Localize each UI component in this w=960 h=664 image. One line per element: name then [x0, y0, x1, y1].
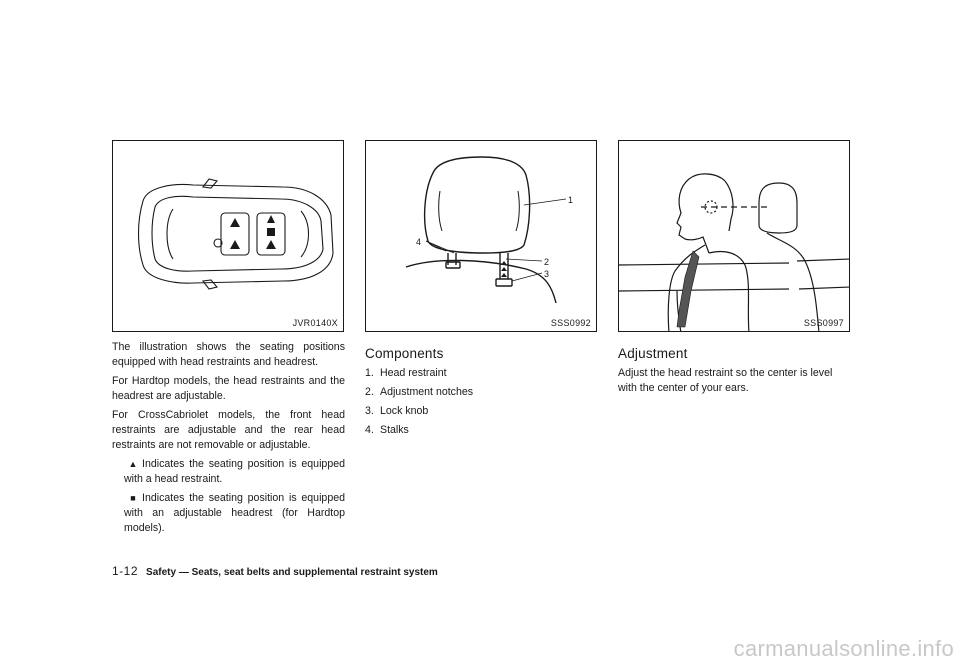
head-restraint-illustration: 1 2 3 4: [405, 156, 573, 304]
rear-left-triangle-icon: [230, 240, 240, 249]
section-title: Safety — Seats, seat belts and supplemen…: [146, 567, 438, 578]
adjustment-section: Adjustment Adjust the head restraint so …: [618, 346, 851, 400]
page-number: 1-12: [112, 564, 139, 578]
adjustment-text: Adjust the head restraint so the center …: [618, 367, 833, 394]
figure-code: SSS0997: [803, 318, 844, 328]
adjustment-heading: Adjustment: [618, 346, 688, 361]
figure-head-restraint-adjustment: SSS0997: [618, 140, 850, 332]
figure-code: SSS0992: [550, 318, 591, 328]
callout-2: 2: [544, 257, 549, 267]
triangle-icon: ▲: [128, 459, 138, 469]
rear-right-triangle-icon: [266, 240, 276, 249]
car-top-view-illustration: [138, 178, 334, 290]
legend-square-text: Indicates the seating position is equipp…: [124, 492, 345, 534]
callout-1: 1: [568, 195, 573, 205]
front-right-triangle-icon: [267, 215, 275, 223]
legend-triangle-text: Indicates the seating position is equipp…: [124, 458, 345, 485]
paragraph-crosscabriolet: For CrossCabriolet models, the front hea…: [112, 409, 345, 451]
figure-seating-positions: JVR0140X: [112, 140, 344, 332]
list-item: 4.Stalks: [365, 424, 409, 436]
list-item: 2.Adjustment notches: [365, 386, 474, 398]
components-section: Components 1.Head restraint 2.Adjustment…: [365, 346, 598, 442]
figure-code: JVR0140X: [292, 318, 338, 328]
front-left-triangle-icon: [230, 218, 240, 227]
list-item: 3.Lock knob: [365, 405, 429, 417]
figure-head-restraint-components: 1 2 3 4 SSS0992: [365, 140, 597, 332]
paragraph-hardtop: For Hardtop models, the head restraints …: [112, 375, 345, 402]
callout-4: 4: [416, 237, 421, 247]
page-footer: 1-12 Safety — Seats, seat belts and suppl…: [112, 564, 438, 578]
legend-square: ■Indicates the seating position is equip…: [112, 491, 345, 536]
callout-3: 3: [544, 269, 549, 279]
square-icon: ■: [130, 493, 136, 503]
seating-positions-text: The illustration shows the seating posit…: [112, 340, 345, 540]
list-item: 1.Head restraint: [365, 367, 447, 379]
center-square-icon: [267, 228, 275, 236]
watermark: carmanualsonline.info: [733, 636, 954, 661]
components-heading: Components: [365, 346, 444, 361]
seated-person-illustration: [619, 173, 849, 331]
legend-triangle: ▲Indicates the seating position is equip…: [112, 457, 345, 487]
paragraph-illustration: The illustration shows the seating posit…: [112, 341, 345, 368]
components-list: 1.Head restraint 2.Adjustment notches 3.…: [365, 366, 598, 438]
